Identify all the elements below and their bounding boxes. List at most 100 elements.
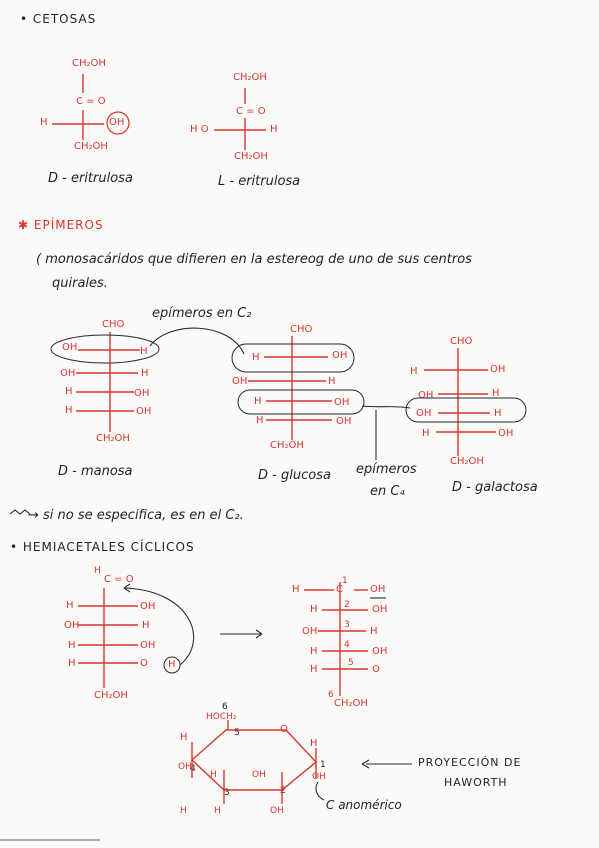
haworth-label-h4down: H [180, 806, 187, 816]
haworth-num-6: 6 [222, 702, 228, 712]
epimeros-definition-line1: ( monosacáridos que difieren en la ester… [36, 252, 472, 267]
epimeros-c4-label-1: epímeros [356, 462, 417, 477]
d-eritrulosa-name: D - eritrulosa [48, 171, 133, 186]
haworth-projection-label-2: HAWORTH [444, 776, 508, 789]
glucosa-bottom: CH₂OH [270, 440, 304, 451]
d-eritrulosa-left: H [40, 117, 48, 128]
galactosa-name: D - galactosa [452, 480, 538, 495]
galactosa-top: CHO [450, 336, 473, 347]
open-chain-row2-left: OH [64, 620, 80, 631]
haworth-ring [190, 720, 325, 804]
galactosa-row3-left: OH [416, 408, 432, 419]
open-chain-row4-left: H [68, 658, 76, 669]
l-eritrulosa-left: H O [190, 124, 209, 135]
galactosa-row3-right: H [494, 408, 502, 419]
haworth-num-1: 1 [320, 760, 326, 770]
haworth-label-oh4: OH [178, 762, 192, 772]
haworth-anomeric-label: C anomérico [326, 798, 402, 812]
open-chain-row3-right: OH [140, 640, 156, 651]
manosa-name: D - manosa [58, 464, 133, 479]
galactosa-row4-left: H [422, 428, 430, 439]
haworth-num-2: 2 [280, 786, 286, 796]
haworth-num-3: 3 [224, 788, 230, 798]
glucosa-top: CHO [290, 324, 313, 335]
open-chain-row1-right: OH [140, 601, 156, 612]
open-chain-top: H [94, 566, 101, 576]
open-chain-bottom: CH₂OH [94, 690, 128, 701]
cyclic-num-6: 6 [328, 690, 334, 700]
galactosa-row1-left: H [410, 366, 418, 377]
open-chain-row4-right: O [140, 658, 148, 669]
haworth-label-h4up: H [180, 732, 188, 743]
cyclic-row1-right: OH [370, 584, 386, 595]
galactosa-skeleton [405, 348, 527, 456]
d-eritrulosa-skeleton [52, 74, 130, 140]
cyclic-row5-left: H [310, 664, 318, 675]
haworth-label-h3down: H [214, 806, 221, 816]
d-eritrulosa-carbonyl: C = O [76, 96, 106, 107]
cyclic-num-3: 3 [344, 620, 350, 630]
manosa-row4-right: OH [136, 406, 152, 417]
open-chain-skeleton [78, 583, 195, 688]
manosa-bottom: CH₂OH [96, 433, 130, 444]
l-eritrulosa-top: CH₂OH [233, 72, 267, 83]
glucosa-row3-right: OH [334, 397, 350, 408]
haworth-label-h3: H [210, 770, 217, 780]
section-title-epimeros: ✱ EPÍMEROS [18, 218, 104, 232]
open-chain-carbonyl: C = O [104, 574, 134, 585]
manosa-row1-left: OH [62, 342, 78, 353]
l-eritrulosa-right: H [270, 124, 278, 135]
note-squiggle [9, 509, 31, 515]
cyclic-bottom: CH₂OH [334, 698, 368, 709]
section-title-hemiacetales: • HEMIACETALES CÍCLICOS [10, 540, 195, 554]
reaction-arrow [220, 629, 263, 639]
open-chain-ring-h: H [168, 659, 176, 670]
manosa-row4-left: H [65, 405, 73, 416]
manosa-top: CHO [102, 319, 125, 330]
cyclic-num-5: 5 [348, 658, 354, 668]
cyclic-skeleton [304, 582, 386, 696]
manosa-row3-left: H [65, 386, 73, 397]
haworth-c6-label: HOCH₂ [206, 712, 237, 722]
manosa-row2-left: OH [60, 368, 76, 379]
manosa-skeleton [50, 332, 160, 432]
l-eritrulosa-name: L - eritrulosa [218, 174, 301, 189]
haworth-label-oh2down: OH [270, 806, 284, 816]
epimeros-c4-label-2: en C₄ [370, 484, 405, 499]
galactosa-row1-right: OH [490, 364, 506, 375]
glucosa-name: D - glucosa [258, 468, 331, 483]
cyclic-row4-right: OH [372, 646, 388, 657]
c4-link-curve [361, 405, 411, 409]
galactosa-bottom: CH₂OH [450, 456, 484, 467]
manosa-row3-right: OH [134, 388, 150, 399]
glucosa-row1-left: H [252, 352, 260, 363]
cyclic-row2-left: H [310, 604, 318, 615]
glucosa-skeleton [231, 336, 365, 440]
cyclic-row5-right: O [372, 664, 380, 675]
c2-link-curve [149, 327, 245, 355]
d-eritrulosa-right: OH [109, 117, 125, 128]
open-chain-row3-left: H [68, 640, 76, 651]
haworth-num-5: 5 [234, 728, 240, 738]
manosa-row2-right: H [141, 368, 149, 379]
cyclic-row3-right: H [370, 626, 378, 637]
cyclic-row1-left: H [292, 584, 300, 595]
l-eritrulosa-carbonyl: C = O [236, 106, 266, 117]
glucosa-row1-right: OH [332, 350, 348, 361]
cyclic-num-4: 4 [344, 640, 350, 650]
cyclic-row4-left: H [310, 646, 318, 657]
haworth-projection-label-1: PROYECCIÓN DE [418, 756, 522, 769]
haworth-label-oh2: OH [252, 770, 266, 780]
epimeros-definition-line2: quirales. [52, 276, 108, 291]
glucosa-row2-right: H [328, 376, 336, 387]
d-eritrulosa-top: CH₂OH [72, 58, 106, 69]
open-chain-row1-left: H [66, 600, 74, 611]
cyclic-row3-left: OH [302, 626, 318, 637]
open-chain-row2-right: H [142, 620, 150, 631]
manosa-row1-right: H [140, 346, 148, 357]
galactosa-row2-right: H [492, 388, 500, 399]
cyclic-num-1: 1 [342, 576, 348, 586]
galactosa-row2-left: OH [418, 390, 434, 401]
